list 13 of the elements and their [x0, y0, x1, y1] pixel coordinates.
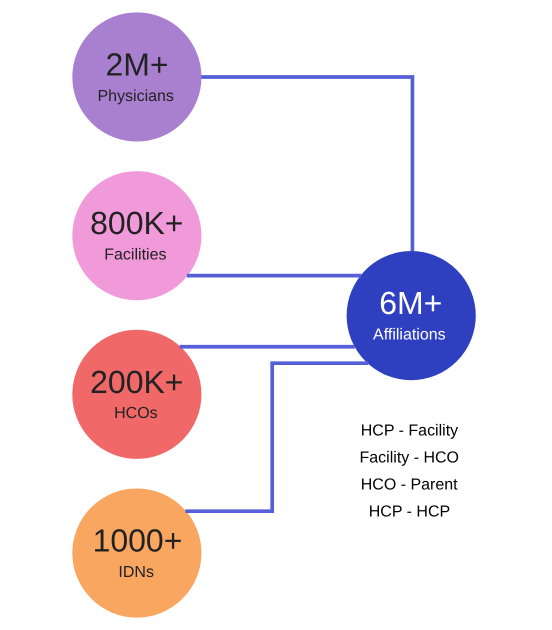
node-label: HCP - Facility [360, 422, 458, 440]
node-circle: 2M+ Physicians [72, 12, 201, 142]
node-circle: 6M+ Affiliations [346, 251, 476, 380]
node-circle: 800K+ Facilities [72, 171, 201, 300]
node-label: HCP - HCP [368, 504, 450, 521]
connector [200, 75, 414, 252]
node-circle: 200K+ HCOs [72, 330, 201, 459]
node-circle: 1000+ IDNs [72, 488, 201, 618]
connector [184, 361, 368, 514]
node-label: Facility - HCO [359, 449, 458, 466]
node-label: HCO - Parent [360, 476, 458, 494]
connector [186, 274, 361, 278]
connector [179, 344, 354, 349]
